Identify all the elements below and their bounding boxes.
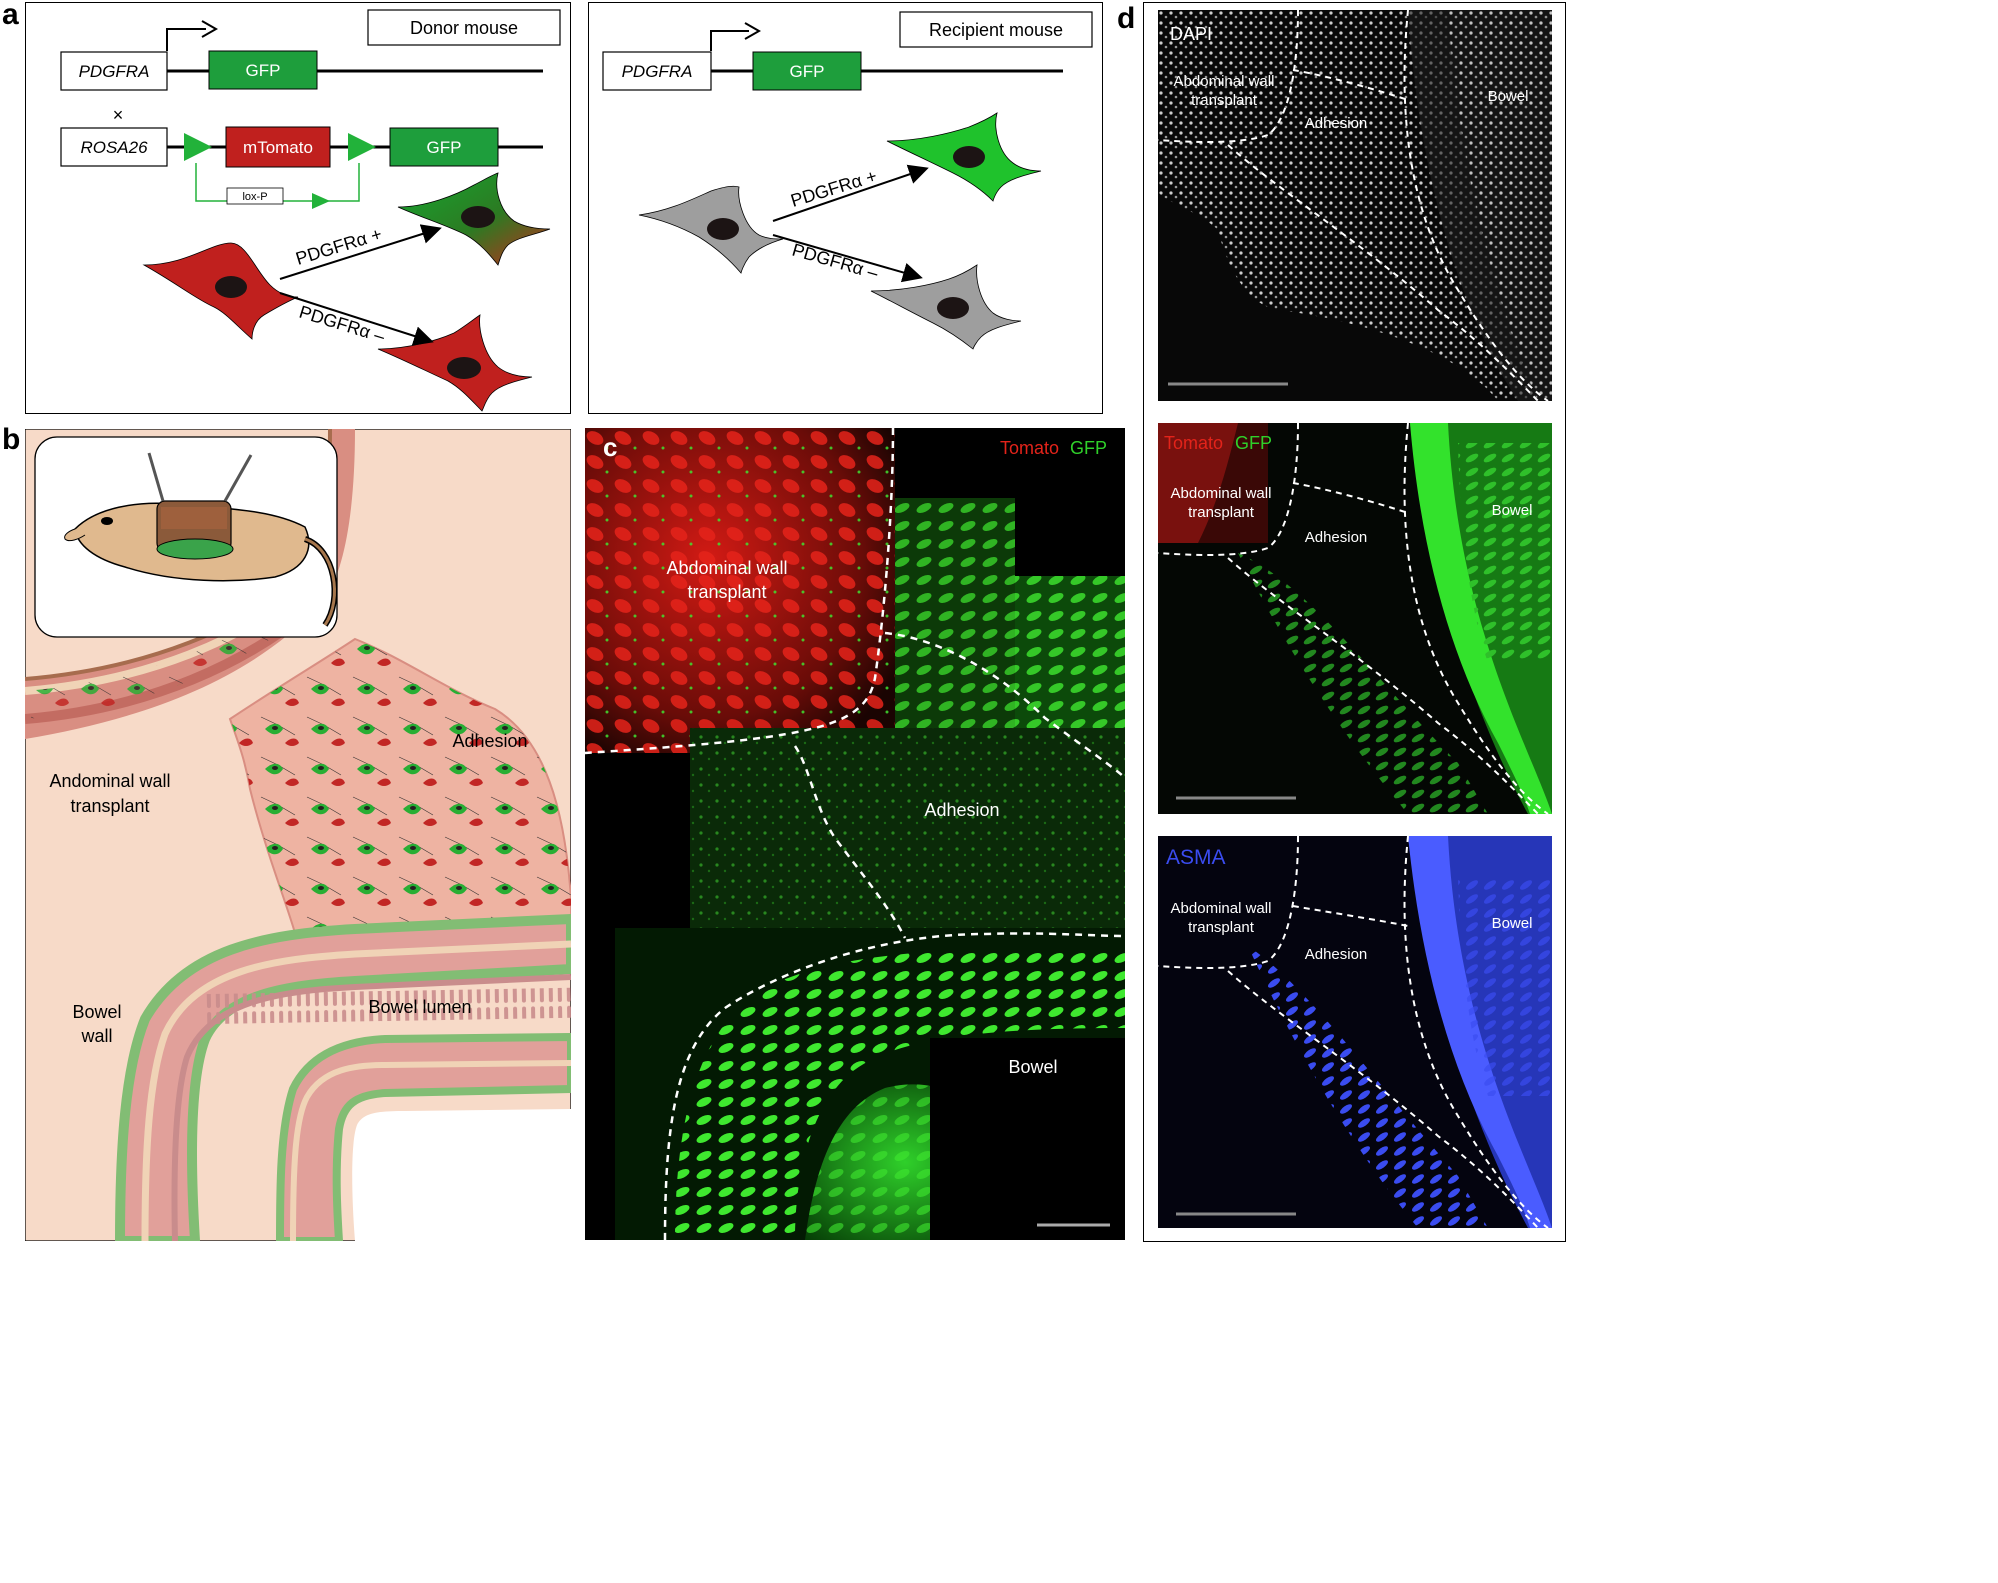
c-region-bowel: Bowel — [1008, 1057, 1057, 1077]
d-dapi-channel: DAPI — [1170, 24, 1212, 44]
d-tg-adhesion: Adhesion — [1305, 529, 1368, 546]
recipient-gene-pdgfra: PDGFRA — [622, 62, 693, 81]
d-asma-channel: ASMA — [1166, 846, 1226, 869]
donor-title: Donor mouse — [410, 18, 518, 38]
c-region-wall-2: transplant — [687, 582, 766, 602]
recipient-pos-label: PDGFRα + — [788, 166, 879, 211]
donor-gfp-2: GFP — [427, 138, 462, 157]
d-tomato-channel: Tomato — [1164, 433, 1223, 453]
recipient-gfp: GFP — [790, 62, 825, 81]
b-label-wall-2: transplant — [70, 796, 149, 816]
loxp-label: lox-P — [242, 191, 267, 203]
donor-promoter-arrow — [166, 28, 206, 51]
c-region-wall-1: Abdominal wall — [666, 558, 787, 578]
panel-d-asma: ASMA Abdominal wall transplant Adhesion … — [1158, 836, 1552, 1228]
donor-gene-rosa26: ROSA26 — [80, 138, 148, 157]
recipient-schematic: Recipient mouse PDGFRA GFP PDGFRα + PDGF… — [602, 11, 1093, 350]
cross-symbol: × — [113, 105, 124, 125]
recipient-pos-arrow — [772, 164, 929, 222]
d-asma-bowel: Bowel — [1492, 915, 1533, 932]
d-gfp-channel: GFP — [1235, 433, 1272, 453]
donor-gene-pdgfra: PDGFRA — [79, 62, 150, 81]
b-label-bowel-wall-1: Bowel — [72, 1002, 121, 1022]
donor-pos-arrow — [279, 224, 442, 280]
loxp-site-1 — [184, 133, 212, 161]
recipient-neg-label: PDGFRα – — [790, 240, 881, 284]
d-dapi-adhesion: Adhesion — [1305, 115, 1368, 132]
panel-label-d: d — [1117, 2, 1136, 35]
b-label-wall-1: Andominal wall — [49, 771, 170, 791]
adhesion-schematic: Adhesion Andominal wall transplant Bowel… — [24, 428, 576, 1246]
b-label-adhesion: Adhesion — [452, 731, 527, 751]
c-legend-gfp: GFP — [1070, 438, 1107, 458]
panel-d-tomato-gfp: Tomato GFP Abdominal wall transplant Adh… — [1158, 423, 1552, 814]
d-asma-wall-2: transplant — [1188, 919, 1255, 936]
d-tg-bowel: Bowel — [1492, 502, 1533, 519]
recipient-neg-arrow — [772, 234, 923, 283]
panel-label-c: c — [603, 432, 617, 462]
panel-label-a: a — [2, 0, 19, 31]
donor-mtomato: mTomato — [243, 138, 313, 157]
c-region-adhesion: Adhesion — [924, 800, 999, 820]
panel-d-dapi: DAPI Abdominal wall transplant Adhesion … — [1158, 10, 1552, 401]
d-tg-wall-2: transplant — [1188, 504, 1255, 521]
d-asma-adhesion: Adhesion — [1305, 946, 1368, 963]
donor-neg-label: PDGFRα – — [297, 302, 387, 347]
recipient-title: Recipient mouse — [929, 20, 1063, 40]
bowel-lumen-white — [352, 1109, 571, 1241]
panel-b-box: Adhesion Andominal wall transplant Bowel… — [24, 428, 576, 1246]
bowel-wall-inner — [275, 1032, 575, 1245]
donor-pos-label: PDGFRα + — [293, 224, 384, 269]
panel-a-donor-box: Donor mouse PDGFRA GFP × ROSA26 mTomato … — [25, 2, 571, 414]
donor-neg-arrow — [279, 292, 434, 346]
panel-label-b: b — [2, 423, 21, 456]
donor-title-box — [367, 9, 561, 46]
b-label-bowel-wall-2: wall — [80, 1026, 112, 1046]
d-tg-wall-1: Abdominal wall — [1171, 485, 1272, 502]
b-label-lumen: Bowel lumen — [368, 997, 471, 1017]
d-dapi-wall-2: transplant — [1191, 92, 1258, 109]
donor-gfp-1: GFP — [246, 61, 281, 80]
d-dapi-wall-1: Abdominal wall — [1174, 73, 1275, 90]
panel-a-recipient-box: Recipient mouse PDGFRA GFP PDGFRα + PDGF… — [588, 2, 1103, 414]
donor-schematic: Donor mouse PDGFRA GFP × ROSA26 mTomato … — [60, 9, 561, 412]
loxp-site-2 — [348, 133, 376, 161]
d-dapi-bowel: Bowel — [1488, 88, 1529, 105]
panel-c-micrograph: c Tomato GFP Abdominal wall transplant A… — [585, 428, 1125, 1240]
c-legend-tomato: Tomato — [1000, 438, 1059, 458]
mouse-icon — [64, 452, 338, 627]
d-asma-wall-1: Abdominal wall — [1171, 900, 1272, 917]
